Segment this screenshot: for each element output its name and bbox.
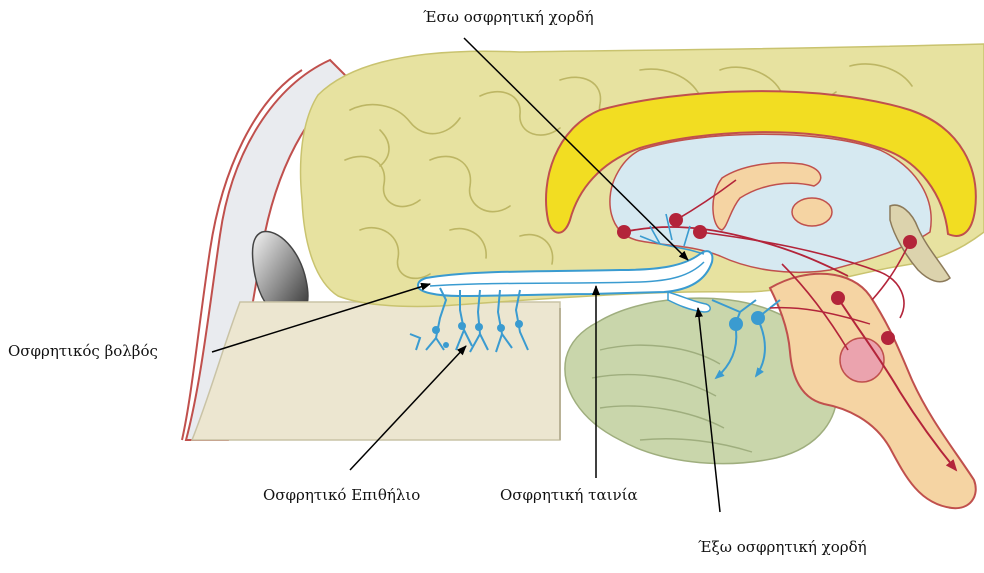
label-olfactory-tract: Οσφρητική ταινία: [500, 488, 638, 503]
pons-nucleus: [840, 338, 884, 382]
label-olfactory-epithelium: Οσφρητικό Επιθήλιο: [263, 488, 420, 503]
thalamus-body: [792, 198, 832, 226]
label-olfactory-bulb: Οσφρητικός βολβός: [8, 344, 158, 359]
nasal-cavity: [192, 302, 560, 440]
label-inner-olfactory-stria: Έσω οσφρητική χορδή: [423, 10, 594, 25]
label-outer-olfactory-stria: Έξω οσφρητική χορδή: [698, 540, 867, 555]
